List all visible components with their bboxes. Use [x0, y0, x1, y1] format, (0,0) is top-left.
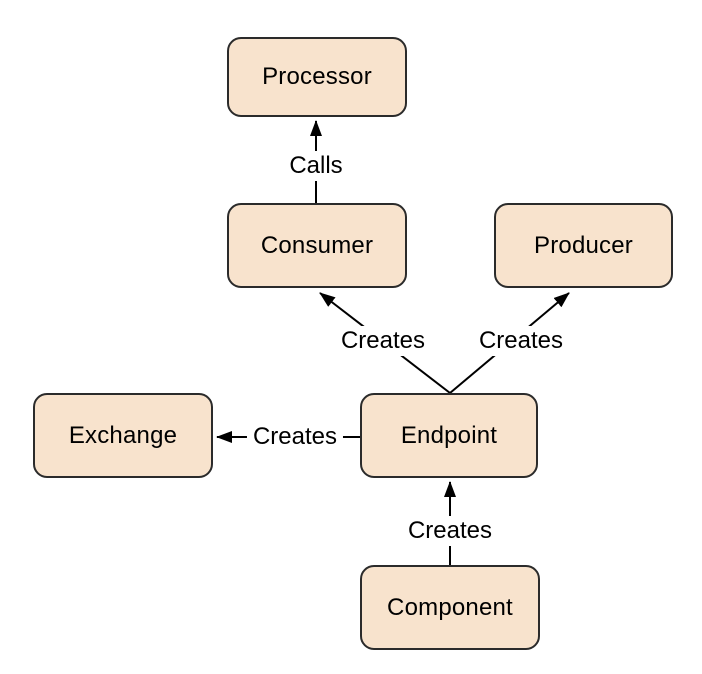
node-endpoint-label: Endpoint: [400, 421, 498, 449]
node-producer: Producer: [494, 203, 673, 288]
edge-label-calls: Calls: [283, 151, 349, 181]
edge-label-creates-producer: Creates: [472, 326, 570, 356]
node-component: Component: [360, 565, 540, 650]
node-producer-label: Producer: [534, 231, 633, 259]
node-exchange-label: Exchange: [68, 421, 178, 449]
node-endpoint: Endpoint: [360, 393, 538, 478]
node-consumer: Consumer: [227, 203, 407, 288]
edge-label-creates-exchange: Creates: [246, 422, 344, 452]
node-processor: Processor: [227, 37, 407, 117]
edge-label-creates-consumer: Creates: [334, 326, 432, 356]
node-component-label: Component: [387, 593, 513, 621]
node-processor-label: Processor: [262, 63, 372, 90]
node-consumer-label: Consumer: [260, 231, 374, 259]
node-exchange: Exchange: [33, 393, 213, 478]
edge-label-creates-component: Creates: [401, 516, 499, 546]
